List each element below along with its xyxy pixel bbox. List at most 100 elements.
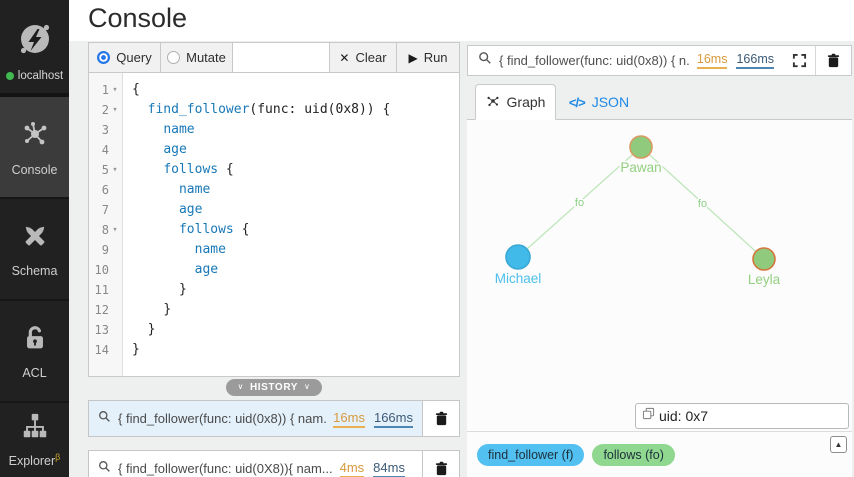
code-line[interactable]: 5▾ follows { [89, 160, 459, 180]
search-icon [98, 460, 111, 477]
edge-label: fo [575, 197, 584, 209]
delete-history-button[interactable] [422, 451, 459, 477]
line-number: 9 [101, 243, 109, 257]
line-number: 14 [94, 343, 109, 357]
search-icon [98, 410, 111, 428]
total-latency-badge: 166ms [736, 52, 774, 69]
code-text: } [132, 342, 140, 357]
history-query-text: { find_follower(func: uid(0X8)){ nam... [118, 461, 333, 476]
sidebar: localhost Console [0, 0, 69, 477]
code-text: follows { [178, 222, 250, 237]
code-line[interactable]: 9 name [89, 240, 459, 260]
search-icon [478, 51, 492, 70]
node-label-pawan: Pawan [620, 160, 661, 175]
delete-result-button[interactable] [815, 46, 851, 75]
history-entry[interactable]: { find_follower(func: uid(0x8)) { nam...… [88, 400, 460, 437]
code-text: age [163, 142, 187, 157]
node-uid-text: uid: 0x7 [659, 408, 709, 424]
graph-node-pawan[interactable] [629, 135, 653, 159]
sidebar-item-explorer[interactable]: Explorerβ [0, 403, 69, 468]
unlock-icon [20, 323, 50, 358]
code-text: } [163, 302, 172, 317]
fold-arrow-icon[interactable]: ▾ [112, 225, 118, 235]
line-number: 13 [94, 323, 109, 337]
node-uid-tooltip: uid: 0x7 [635, 403, 849, 429]
fold-arrow-icon[interactable]: ▾ [112, 85, 118, 95]
sidebar-item-acl[interactable]: ACL [0, 301, 69, 403]
graph-edge[interactable] [517, 146, 642, 258]
code-text: find_follower(func: uid(0x8)) { [147, 102, 391, 117]
history-entry[interactable]: { find_follower(func: uid(0X8)){ nam...4… [88, 450, 460, 477]
code-line[interactable]: 12 } [89, 300, 459, 320]
chevron-down-icon: ∨ [304, 382, 311, 391]
collapse-legend-button[interactable]: ▲ [830, 436, 847, 453]
line-number: 6 [101, 183, 109, 197]
line-number: 12 [94, 303, 109, 317]
query-code-editor[interactable]: 1▾{2▾ find_follower(func: uid(0x8)) {3 n… [88, 73, 460, 377]
graph-node-leyla[interactable] [752, 247, 776, 271]
code-line[interactable]: 10 age [89, 260, 459, 280]
code-line[interactable]: 8▾ follows { [89, 220, 459, 240]
code-text: follows { [163, 162, 234, 177]
sidebar-item-console[interactable]: Console [0, 97, 69, 199]
sidebar-item-label: Explorer [8, 454, 56, 468]
clear-button[interactable]: ✕ Clear [330, 43, 397, 72]
mutate-mode-radio[interactable]: Mutate [161, 43, 233, 72]
sidebar-item-label: Schema [11, 263, 58, 278]
code-line[interactable]: 1▾{ [89, 80, 459, 100]
code-text: age [194, 262, 219, 277]
total-latency-badge: 84ms [373, 460, 405, 477]
clear-label: Clear [355, 50, 387, 65]
editor-toolbar: Query Mutate ✕ Clear ▶ Run [88, 42, 460, 73]
total-latency-badge: 166ms [373, 410, 413, 428]
graph-edge[interactable] [640, 146, 765, 260]
graph-node-michael[interactable] [505, 244, 531, 270]
code-line[interactable]: 4 age [89, 140, 459, 160]
code-text: name [194, 242, 226, 257]
graph-legend-bar: find_follower (f) follows (fo) ▲ [467, 431, 852, 477]
fold-arrow-icon[interactable]: ▾ [112, 165, 118, 175]
code-line[interactable]: 14} [89, 340, 459, 360]
sidebar-item-schema[interactable]: Schema [0, 199, 69, 301]
radio-unselected-icon [167, 51, 181, 64]
code-line[interactable]: 2▾ find_follower(func: uid(0x8)) { [89, 100, 459, 120]
line-number: 4 [101, 143, 109, 157]
history-query-text: { find_follower(func: uid(0x8)) { nam... [118, 411, 327, 426]
legend-item[interactable]: follows (fo) [592, 444, 675, 466]
query-mode-label: Query [116, 50, 152, 65]
legend-item[interactable]: find_follower (f) [477, 444, 585, 466]
delete-history-button[interactable] [422, 401, 459, 436]
code-text: age [178, 202, 203, 217]
toolbar-spacer [233, 43, 330, 72]
server-label: localhost [17, 69, 64, 82]
code-text: { [132, 82, 140, 97]
run-button[interactable]: ▶ Run [397, 43, 459, 72]
beta-badge: β [55, 452, 61, 462]
code-line[interactable]: 13 } [89, 320, 459, 340]
code-text: name [178, 182, 211, 197]
dgraph-logo-icon [14, 18, 56, 65]
sidebar-item-label: Console [11, 162, 58, 177]
tab-graph[interactable]: Graph [475, 84, 556, 120]
result-query-text: { find_follower(func: uid(0x8)) { n... [499, 53, 690, 68]
code-line[interactable]: 11 } [89, 280, 459, 300]
code-line[interactable]: 7 age [89, 200, 459, 220]
clear-x-icon: ✕ [339, 50, 350, 65]
line-number: 8 [101, 223, 109, 237]
code-line[interactable]: 3 name [89, 120, 459, 140]
query-mode-radio[interactable]: Query [89, 43, 161, 72]
fullscreen-button[interactable] [784, 46, 815, 75]
line-number: 2 [101, 103, 109, 117]
copy-icon[interactable] [642, 407, 655, 425]
sidebar-server-connection[interactable]: localhost [0, 0, 69, 97]
fold-arrow-icon[interactable]: ▾ [112, 105, 118, 115]
schema-tools-icon [20, 221, 50, 256]
code-line[interactable]: 6 name [89, 180, 459, 200]
tab-json[interactable]: </> JSON [556, 84, 642, 120]
history-toggle-button[interactable]: ∨ HISTORY ∨ [226, 379, 322, 396]
result-query-bar[interactable]: { find_follower(func: uid(0x8)) { n... 1… [467, 45, 852, 76]
tab-json-label: JSON [591, 94, 630, 110]
